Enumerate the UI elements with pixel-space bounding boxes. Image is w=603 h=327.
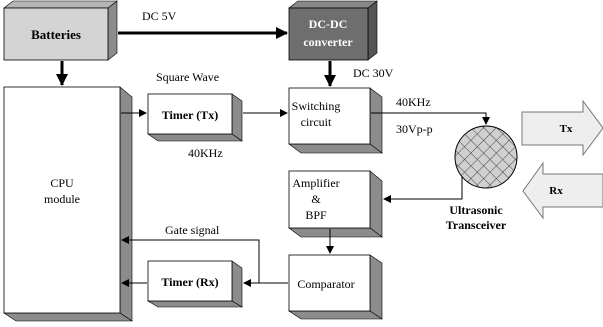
cpu-module-block: CPU module: [3, 86, 133, 322]
rx-arrow-label: Rx: [549, 185, 563, 197]
dcdc-converter-block: DC-DC converter: [288, 0, 378, 61]
dc-5v-label: DC 5V: [142, 9, 177, 23]
switching-transceiver-line: [371, 112, 490, 125]
timer-rx-label: Timer (Rx): [161, 275, 218, 289]
freq-out-label: 40KHz: [396, 95, 431, 109]
batteries-block: Batteries: [3, 0, 118, 61]
dcdc-label-line2: converter: [303, 35, 353, 49]
gate-signal-label: Gate signal: [165, 223, 220, 237]
dcdc-label-line1: DC-DC: [309, 17, 348, 31]
timer-tx-label: Timer (Tx): [162, 108, 219, 122]
amplifier-label-line3: BPF: [305, 208, 327, 222]
rx-arrow: Rx: [522, 161, 603, 220]
amplifier-bpf-block: Amplifier & BPF: [288, 170, 383, 238]
amplifier-label-line1: Amplifier: [292, 176, 339, 190]
ultrasonic-transceiver: Ultrasonic Transceiver: [446, 125, 518, 232]
freq-tx-label: 40KHz: [188, 146, 223, 160]
comparator-label: Comparator: [297, 277, 354, 291]
amplifier-label-line2: &: [311, 192, 321, 206]
tx-arrow: Tx: [521, 99, 603, 157]
timer-tx-block: Timer (Tx): [147, 93, 243, 142]
batteries-label: Batteries: [31, 27, 81, 42]
connectors: [56, 27, 490, 287]
timer-rx-block: Timer (Rx): [146, 260, 244, 308]
tx-arrow-label: Tx: [560, 123, 573, 135]
switching-label-line2: circuit: [301, 115, 332, 129]
square-wave-label: Square Wave: [156, 70, 219, 84]
voltage-label: 30Vp-p: [396, 122, 433, 136]
switching-label-line1: Switching: [292, 99, 341, 113]
switching-circuit-block: Switching circuit: [288, 87, 383, 154]
cpu-label-line2: module: [44, 192, 80, 206]
transceiver-label-line1: Ultrasonic: [449, 203, 503, 217]
gate-signal-line: [121, 236, 260, 283]
dc-30v-label: DC 30V: [353, 66, 394, 80]
transceiver-label-line2: Transceiver: [446, 218, 507, 232]
transceiver-amplifier-line: [383, 176, 463, 203]
comparator-block: Comparator: [288, 254, 383, 320]
cpu-label-line1: CPU: [50, 176, 74, 190]
